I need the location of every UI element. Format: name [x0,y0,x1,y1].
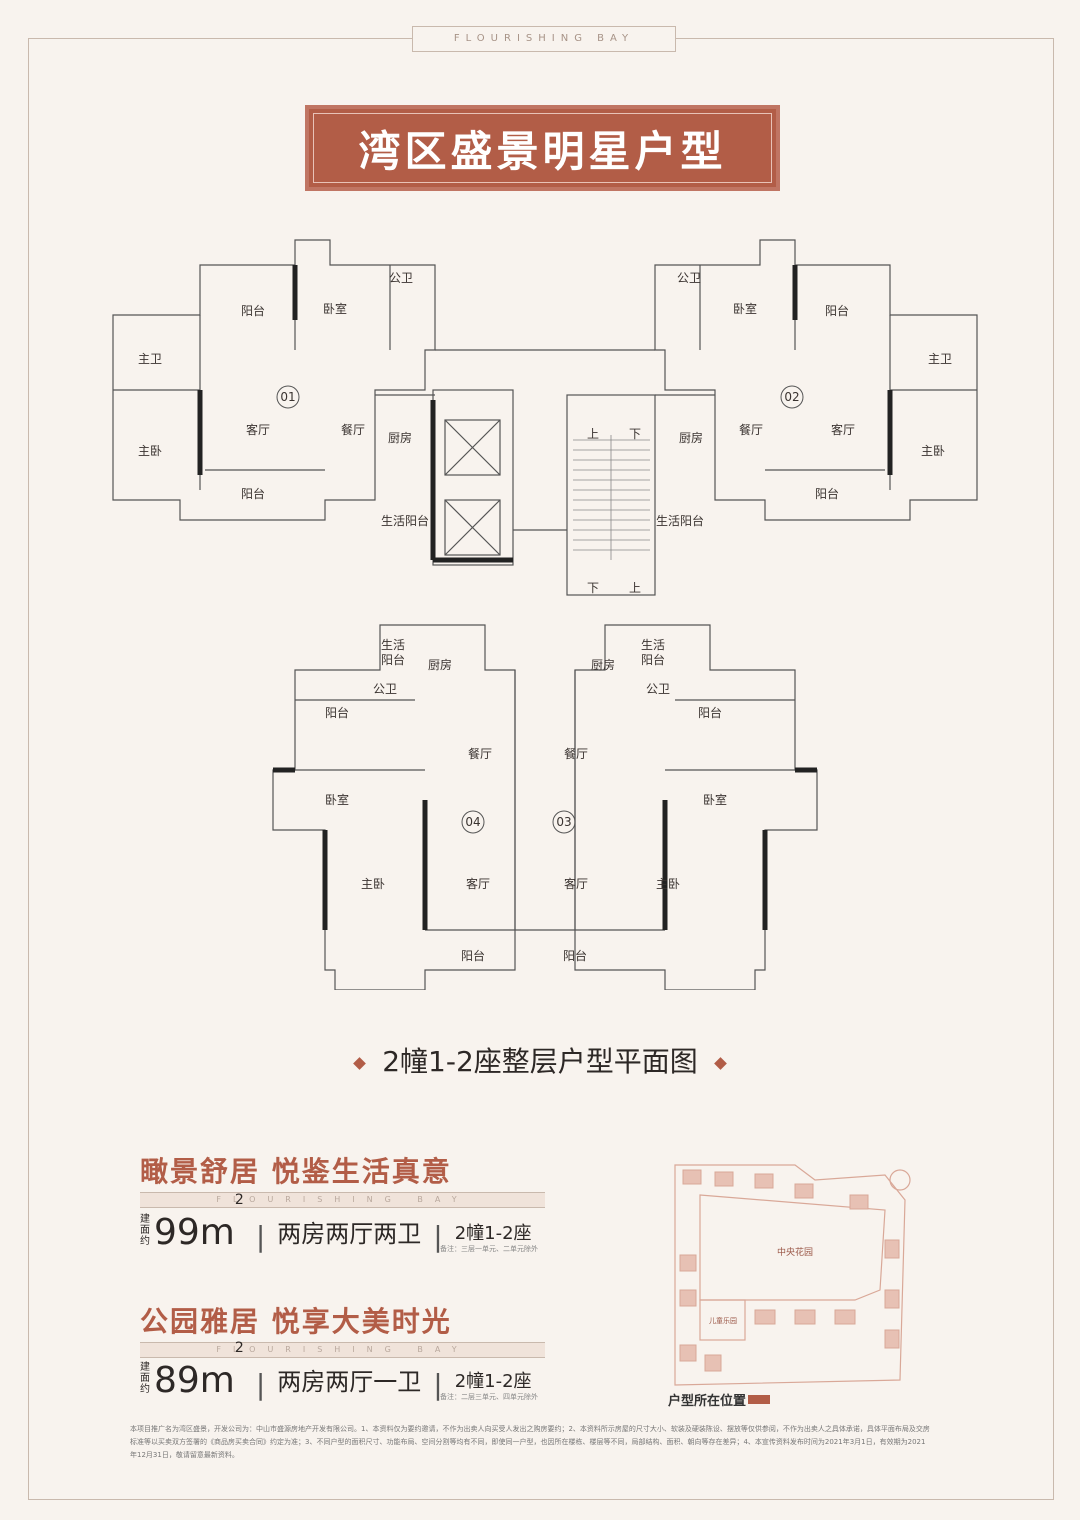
room-label: 公卫 [677,271,701,285]
area-prefix: 建面约 [140,1214,150,1247]
room-label: 阳台 [698,705,722,720]
room-label: 阳台 [325,705,349,720]
room-label: 生活阳台 [656,513,704,528]
floor-plan-drawing: 01 02 03 04 阳台 卧室 公卫 主卫 主卧 客厅 餐厅 厨房 阳台 生… [112,239,978,991]
feature-tag: FLOURISHING BAY [140,1342,545,1358]
stair-label: 下 [629,427,641,441]
room-label: 阳台 [641,652,665,667]
room-label: 主卧 [138,444,162,458]
floor-plan: 01 02 03 04 阳台 卧室 公卫 主卫 主卧 客厅 餐厅 厨房 阳台 生… [95,230,995,994]
room-label: 客厅 [831,422,855,437]
room-label: 客厅 [246,422,270,437]
area-value: 99m2 [154,1192,244,1253]
room-label: 厨房 [388,430,412,445]
diamond-icon [353,1056,367,1070]
room-label: 阳台 [563,948,587,963]
room-label: 餐厅 [564,746,588,761]
plan-caption: 2幢1-2座整层户型平面图 [0,1040,1080,1080]
room-label: 主卧 [656,877,680,891]
feature-headline: 公园雅居 悦享大美时光 [140,1305,452,1338]
room-label: 卧室 [323,301,347,316]
unit-04-label: 04 [465,815,480,829]
disclaimer: 本项目推广名为湾区盛景，开发公司为：中山市盛源房地产开发有限公司。1、本资料仅为… [130,1425,930,1459]
room-label: 餐厅 [468,746,492,761]
room-label: 公卫 [646,682,670,696]
room-label: 厨房 [679,430,703,445]
central-garden-label: 中央花园 [777,1246,813,1258]
feature-note: 备注：三层一单元、二单元除外 [440,1245,538,1253]
room-label: 公卫 [389,271,413,285]
area-value: 89m2 [154,1340,244,1401]
room-label: 生活 [381,638,405,652]
room-label: 主卧 [361,877,385,891]
room-label: 阳台 [241,303,265,318]
room-label: 阳台 [241,486,265,501]
room-label: 餐厅 [341,422,365,437]
room-label: 主卫 [138,352,162,366]
page-title: 湾区盛景明星户型 [358,126,727,176]
stair-label: 上 [629,581,641,595]
room-label: 主卧 [921,444,945,458]
room-label: 卧室 [733,301,757,316]
layout-label: 两房两厅两卫 [277,1220,422,1248]
room-label: 主卫 [928,352,952,366]
room-label: 客厅 [466,876,490,891]
area-prefix: 建面约 [140,1362,150,1395]
site-keymap: 中央花园 儿童乐园 [674,1164,911,1386]
stair-label: 上 [587,427,599,441]
room-label: 阳台 [461,948,485,963]
building-label: 2幢1-2座 [454,1371,532,1392]
room-label: 生活 [641,638,665,652]
unit-03-label: 03 [556,815,571,829]
diamond-icon [713,1056,727,1070]
room-label: 餐厅 [739,422,763,437]
feature-spec: 建面约 99m2 | 两房两厅两卫 | 2幢1-2座 备注：三层一单元、二单元除… [140,1192,538,1253]
feature-note: 备注：二层三单元、四单元除外 [440,1393,538,1401]
room-label: 生活阳台 [381,513,429,528]
brand-tag: FLOURISHING BAY [412,26,676,52]
kids-park-label: 儿童乐园 [709,1316,737,1325]
room-label: 公卫 [373,682,397,696]
room-label: 卧室 [703,792,727,807]
unit-01-label: 01 [280,390,295,404]
room-label: 厨房 [428,657,452,672]
room-label: 卧室 [325,792,349,807]
building-label: 2幢1-2座 [454,1223,532,1244]
room-label: 厨房 [591,657,615,672]
feature-headline: 瞰景舒居 悦鉴生活真意 [140,1155,452,1188]
location-swatch [748,1395,770,1404]
layout-label: 两房两厅一卫 [277,1368,422,1396]
room-label: 客厅 [564,876,588,891]
title-banner: 湾区盛景明星户型 [305,105,780,191]
feature-spec: 建面约 89m2 | 两房两厅一卫 | 2幢1-2座 备注：二层三单元、四单元除… [140,1340,538,1401]
unit-02-label: 02 [784,390,799,404]
feature-tag: FLOURISHING BAY [140,1192,545,1208]
keymap-location-label: 户型所在位置 [668,1394,747,1409]
room-label: 阳台 [381,652,405,667]
room-label: 阳台 [825,303,849,318]
room-label: 阳台 [815,486,839,501]
stair-label: 下 [587,581,599,595]
